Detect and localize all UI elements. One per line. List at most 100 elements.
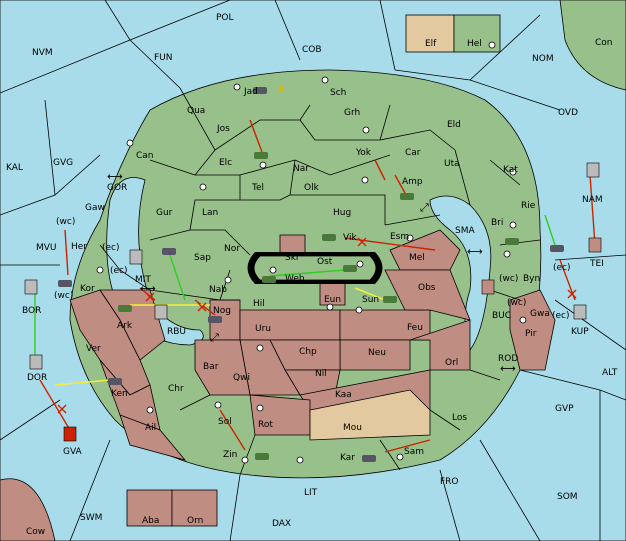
land-label: Skr: [285, 253, 300, 263]
coast-fort-icon: [573, 304, 587, 320]
sea-label: BUC: [492, 311, 511, 321]
land-label: Lan: [202, 208, 218, 218]
land-label: Gwa: [530, 309, 550, 319]
sea-label: POL: [216, 13, 234, 23]
coast-fort-icon: [24, 279, 38, 295]
land-borders: [99, 87, 541, 476]
land-label: Chp: [299, 347, 317, 357]
coast-tags: (wc) (ec) (ec) (wc) (wc) (ec) (wc) (ec): [54, 217, 571, 321]
army-icon: [255, 453, 269, 460]
land-label: Ver: [86, 344, 101, 354]
territory-ail: [119, 414, 187, 461]
coast-fort-icon: [63, 426, 77, 442]
sea-label: SWM: [80, 513, 102, 523]
land-label: Pir: [525, 329, 537, 339]
land-label: Amp: [402, 177, 423, 187]
territory-ken: [99, 359, 161, 431]
land-label: Uta: [444, 159, 460, 169]
land-label: Los: [452, 413, 467, 423]
fleet-icon: [108, 378, 122, 385]
sea-label: NOM: [532, 54, 554, 64]
land-label: Feu: [407, 323, 423, 333]
land-label: Ken: [111, 389, 128, 399]
land-label: Yok: [355, 148, 372, 158]
sea-label: SMA: [455, 226, 475, 236]
star-icon: ★: [276, 83, 286, 95]
fleet-icon: [58, 280, 72, 287]
sea-label: ALT: [602, 368, 618, 378]
land-label: Car: [405, 148, 421, 158]
land-label: DOR: [27, 373, 47, 383]
sea-labels: POL COB FUN NVM NOM OVD KAL GVG GOR MVU …: [6, 13, 618, 529]
coast-tag: (wc): [499, 274, 518, 284]
sea-label: ROD: [498, 354, 518, 364]
land-label: KUP: [571, 327, 589, 337]
territory-orl: [409, 319, 471, 371]
coast-tag: (wc): [54, 291, 73, 301]
land-label: Nar: [293, 164, 309, 174]
land-label: Ost: [317, 257, 333, 267]
land-label: Nil: [315, 369, 327, 379]
land-label: Kar: [340, 453, 355, 463]
land-label: Kor: [80, 284, 95, 294]
land-label: Zin: [223, 450, 237, 460]
supply-centers: [96, 41, 527, 464]
double-arrow-icon: ⟷: [467, 245, 483, 258]
land-labels: Jad Sch Qua Grh Eld Jos Can Yok Car Uta …: [22, 38, 613, 537]
sea-label: LIT: [304, 488, 318, 498]
land-label: Obs: [418, 283, 436, 293]
sea-label: FUN: [154, 53, 173, 63]
land-label: Orn: [187, 516, 203, 526]
land-label: Eun: [324, 295, 341, 305]
land-label: Sam: [404, 447, 424, 457]
coast-fort-icon: [29, 354, 43, 370]
coast-fort-icon: [129, 249, 143, 265]
sea-label: GOR: [107, 183, 127, 193]
territory-web-ost: [253, 255, 377, 281]
land-label: Eld: [447, 120, 461, 130]
land-label: Hel: [467, 39, 482, 49]
land-label: Nab: [209, 285, 227, 295]
double-arrow-icon: ⤢: [420, 201, 429, 214]
coast-tag: (ec): [553, 263, 571, 273]
land-label: Mou: [343, 423, 362, 433]
failed-order-marks: [57, 237, 577, 414]
land-label: Aba: [142, 516, 159, 526]
land-label: GVA: [63, 447, 83, 457]
land-label: Jos: [216, 124, 230, 134]
land-label: Web: [285, 274, 305, 284]
army-icon: [262, 276, 276, 283]
sea-label: FRO: [440, 477, 459, 487]
army-icon: [118, 305, 132, 312]
land-label: NAM: [582, 195, 603, 205]
sea-label: SOM: [557, 492, 578, 502]
army-icon: [343, 265, 357, 272]
fleet-icon: [253, 87, 267, 94]
land-label: Gur: [156, 208, 173, 218]
double-arrow-icon: ⤢: [210, 331, 219, 344]
territory-bar: [194, 339, 251, 396]
land-label: Tel: [251, 183, 264, 193]
fleet-icon: [550, 245, 564, 252]
land-label: Nor: [224, 244, 240, 254]
land-label: Cow: [26, 527, 45, 537]
units: ★: [24, 83, 602, 462]
sea-label: KAL: [6, 163, 23, 173]
army-icon: [505, 238, 519, 245]
land-label: BOR: [22, 306, 41, 316]
passage-arrows: ⟷ ⤢ ⟷ ⟷ ⤢ ⟷: [107, 170, 516, 375]
double-arrow-icon: ⟷: [107, 170, 123, 183]
orders: [34, 119, 596, 453]
coast-tag: (wc): [507, 298, 526, 308]
land-label: Jad: [243, 87, 258, 97]
coast-fort-icon: [154, 304, 168, 320]
land-label: Nog: [213, 306, 231, 316]
coast-tag: (wc): [56, 217, 75, 227]
land-label: Sun: [362, 295, 379, 305]
coast-tag: (ec): [102, 243, 120, 253]
sea-label: OVD: [558, 108, 578, 118]
territory-mel: [389, 229, 461, 271]
